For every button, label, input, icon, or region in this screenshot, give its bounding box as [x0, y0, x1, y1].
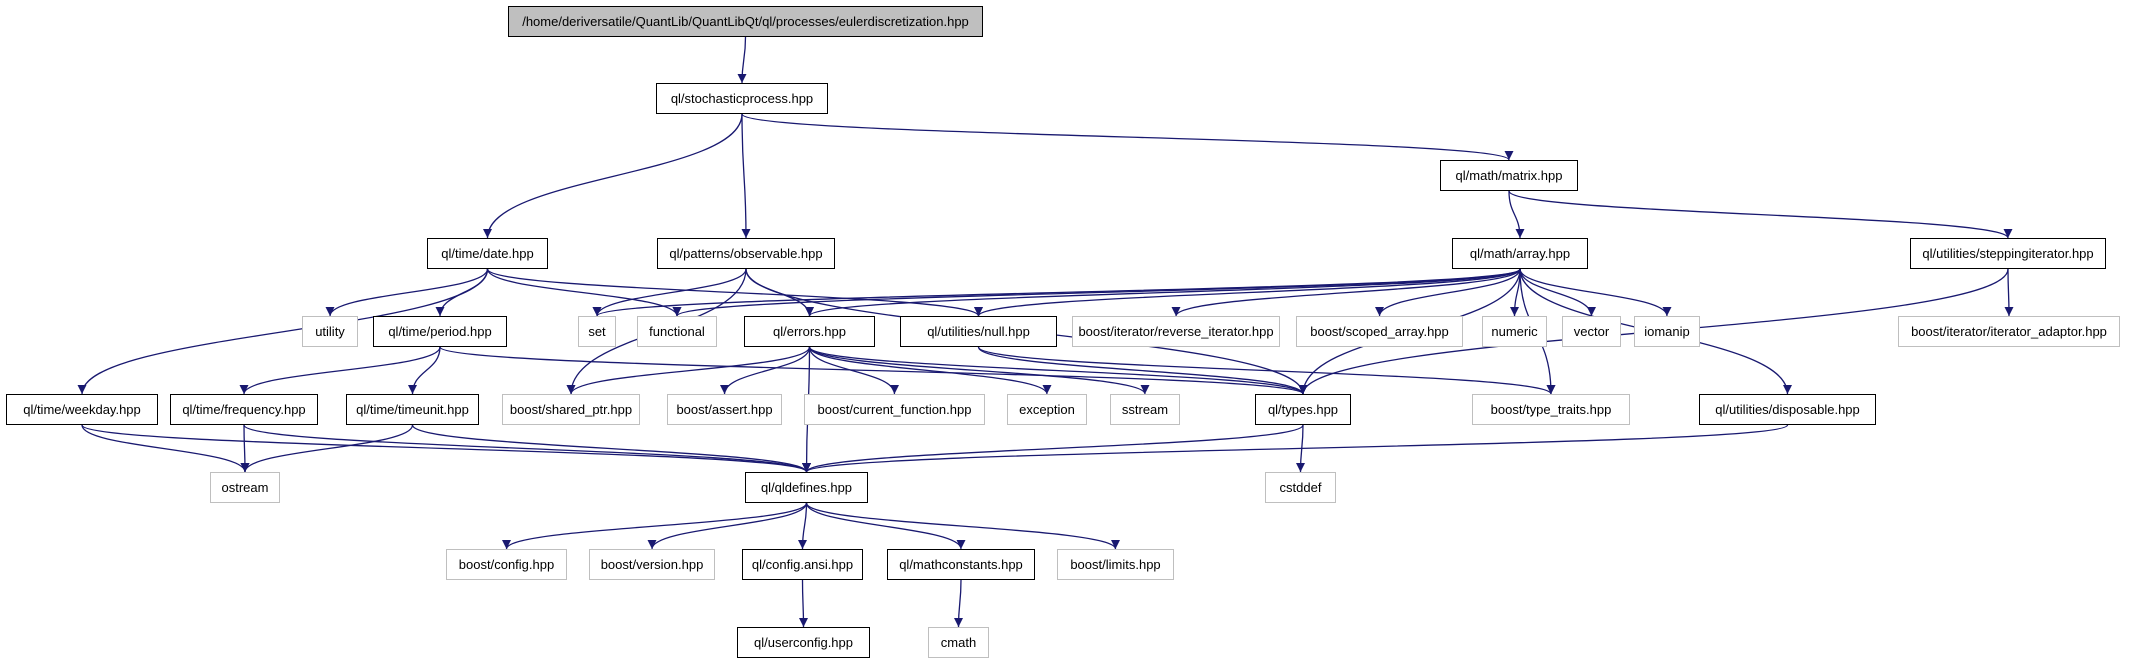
node-timeunit[interactable]: ql/time/timeunit.hpp [346, 394, 479, 425]
edge-mathconstants-to-cmath [953, 579, 964, 628]
edge-date-to-utility [325, 268, 489, 317]
node-cstddef: cstddef [1265, 472, 1336, 503]
edge-date-to-weekday [77, 268, 489, 395]
edge-date-to-null [486, 268, 983, 317]
node-boost-version: boost/version.hpp [589, 549, 715, 580]
edge-stochasticprocess-to-observable [741, 113, 751, 239]
node-config-ansi[interactable]: ql/config.ansi.hpp [742, 549, 863, 580]
node-steppingiterator[interactable]: ql/utilities/steppingiterator.hpp [1910, 238, 2106, 269]
edge-timeunit-to-qldefines [411, 424, 811, 473]
node-shared-ptr: boost/shared_ptr.hpp [502, 394, 640, 425]
node-types[interactable]: ql/types.hpp [1255, 394, 1351, 425]
edge-array-to-functional [672, 268, 1521, 317]
node-mathconstants[interactable]: ql/mathconstants.hpp [887, 549, 1035, 580]
edge-errors-to-sstream [808, 346, 1150, 395]
node-disposable[interactable]: ql/utilities/disposable.hpp [1699, 394, 1876, 425]
node-errors[interactable]: ql/errors.hpp [744, 316, 875, 347]
edge-errors-to-current_function [808, 346, 900, 395]
edge-weekday-to-qldefines [81, 424, 811, 473]
edge-timeunit-to-ostream [240, 424, 414, 473]
edge-period-to-timeunit [407, 346, 441, 395]
node-ostream: ostream [210, 472, 280, 503]
node-reverse-iterator: boost/iterator/reverse_iterator.hpp [1072, 316, 1280, 347]
edge-steppingiterator-to-iterator_adaptor [2004, 268, 2014, 317]
edge-qldefines-to-configansi [797, 502, 808, 550]
edge-errors-to-assert [719, 346, 811, 395]
node-frequency[interactable]: ql/time/frequency.hpp [170, 394, 318, 425]
node-cmath: cmath [928, 627, 989, 658]
edge-array-to-reverse_iterator [1171, 268, 1521, 317]
edge-observable-to-set [592, 268, 747, 317]
node-userconfig[interactable]: ql/userconfig.hpp [737, 627, 870, 658]
edge-configansi-to-userconfig [798, 579, 809, 628]
edge-null-to-types [977, 346, 1308, 395]
edge-array-to-iomanip [1519, 268, 1672, 317]
edge-date-to-functional [486, 268, 682, 317]
edge-matrix-to-array [1508, 190, 1525, 239]
edge-qldefines-to-version [647, 502, 808, 550]
node-vector: vector [1562, 316, 1621, 347]
node-null[interactable]: ql/utilities/null.hpp [900, 316, 1057, 347]
node-period[interactable]: ql/time/period.hpp [373, 316, 507, 347]
edge-array-to-vector [1519, 268, 1597, 317]
edge-qldefines-to-mathconstants [805, 502, 966, 550]
edge-root-to-stochasticprocess [737, 36, 747, 84]
node-iterator-adaptor: boost/iterator/iterator_adaptor.hpp [1898, 316, 2120, 347]
node-weekday[interactable]: ql/time/weekday.hpp [6, 394, 158, 425]
edge-errors-to-exception [808, 346, 1052, 395]
node-matrix[interactable]: ql/math/matrix.hpp [1440, 160, 1578, 191]
edge-stochasticprocess-to-date [482, 113, 743, 239]
node-qldefines[interactable]: ql/qldefines.hpp [745, 472, 868, 503]
edge-errors-to-types [808, 346, 1308, 395]
node-boost-config: boost/config.hpp [446, 549, 567, 580]
node-iomanip: iomanip [1634, 316, 1700, 347]
node-scoped-array: boost/scoped_array.hpp [1296, 316, 1463, 347]
node-sstream: sstream [1110, 394, 1180, 425]
node-set: set [578, 316, 616, 347]
edge-errors-to-shared_ptr [566, 346, 811, 395]
node-observable[interactable]: ql/patterns/observable.hpp [657, 238, 835, 269]
edge-weekday-to-ostream [81, 424, 250, 473]
node-assert: boost/assert.hpp [667, 394, 782, 425]
node-exception: exception [1007, 394, 1087, 425]
edge-array-to-scoped_array [1375, 268, 1521, 317]
edge-stochasticprocess-to-matrix [741, 113, 1514, 161]
node-boost-limits: boost/limits.hpp [1057, 549, 1174, 580]
edge-matrix-to-steppingiterator [1508, 190, 2013, 239]
node-root-eulerdiscretization[interactable]: /home/deriversatile/QuantLib/QuantLibQt/… [508, 6, 983, 37]
node-type-traits: boost/type_traits.hpp [1472, 394, 1630, 425]
node-functional: functional [637, 316, 717, 347]
edge-disposable-to-qldefines [802, 424, 1789, 473]
edge-null-to-type_traits [977, 346, 1556, 395]
edge-frequency-to-qldefines [243, 424, 811, 473]
node-stochasticprocess[interactable]: ql/stochasticprocess.hpp [656, 83, 828, 114]
edge-qldefines-to-limits [805, 502, 1120, 550]
node-utility: utility [302, 316, 358, 347]
edge-array-to-null [974, 268, 1521, 317]
edge-qldefines-to-config [502, 502, 808, 550]
edge-frequency-to-ostream [240, 424, 250, 473]
edge-array-to-errors [805, 268, 1521, 317]
edge-period-to-types [439, 346, 1308, 395]
node-date[interactable]: ql/time/date.hpp [427, 238, 548, 269]
node-current-function: boost/current_function.hpp [804, 394, 985, 425]
edge-period-to-frequency [239, 346, 441, 395]
edge-types-to-qldefines [802, 424, 1304, 473]
node-numeric: numeric [1482, 316, 1547, 347]
node-array[interactable]: ql/math/array.hpp [1452, 238, 1588, 269]
